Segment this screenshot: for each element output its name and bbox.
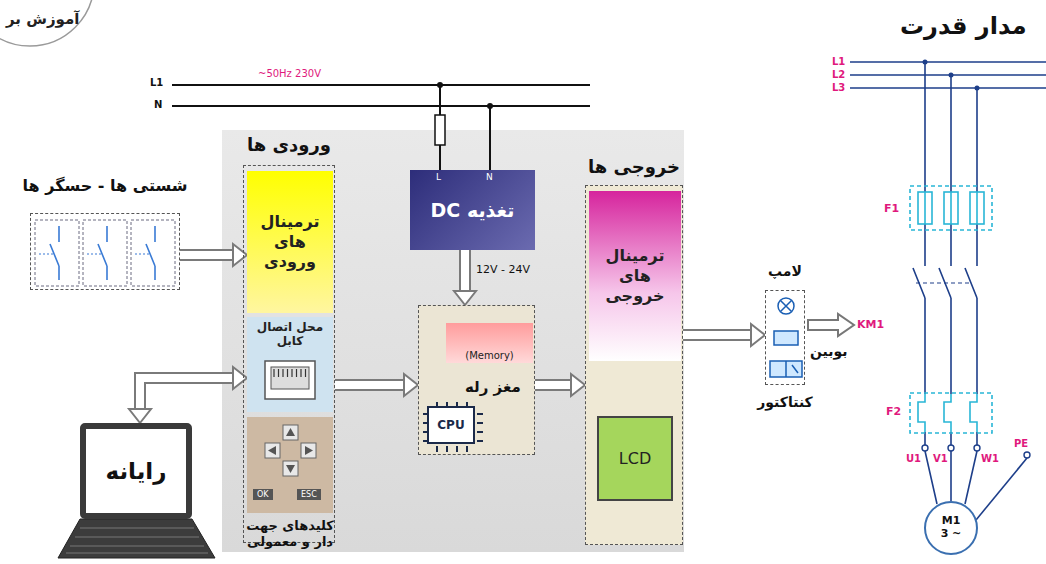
switch-symbols — [31, 214, 181, 291]
node-text: ورودی ها — [247, 134, 331, 155]
junction-dot — [487, 103, 493, 109]
node-text: ترمینال های ورودی — [247, 212, 333, 272]
node-text: LCD — [619, 449, 651, 468]
arrow-head — [233, 367, 247, 389]
keypad: OK ESC — [247, 417, 333, 513]
node-text: (Memory) — [465, 350, 513, 361]
node-text: ESC — [297, 489, 321, 500]
laptop-keyboard — [58, 519, 215, 558]
relay-brain: مغز رله (Memory) CPU — [418, 305, 535, 455]
node-text: خروجی ها — [588, 156, 680, 177]
node-text: تغذیه DC — [431, 199, 515, 221]
label-text: ~50Hz 230V — [258, 68, 321, 79]
output-group: خروجی هاترمینال های خروجیLCD — [585, 185, 683, 545]
loads-group: لامپکنتاکتور — [765, 290, 805, 385]
arrow-outline — [140, 378, 233, 409]
arrow-fill — [683, 331, 751, 339]
label-text: L1 — [150, 77, 163, 88]
node-text: OK — [253, 489, 273, 500]
power-circuit — [850, 62, 1046, 520]
node-text: N — [486, 172, 493, 182]
switches-sensors: شستی ها - حسگر ها — [30, 213, 180, 290]
node-text: محل اتصال کابل — [247, 320, 333, 349]
node-text: ترمینال های خروجی — [589, 246, 681, 306]
keyboard-keys — [66, 528, 208, 553]
arrow-head — [454, 291, 476, 305]
label-text: F2 — [886, 405, 901, 418]
label-text: بوبین — [810, 343, 848, 359]
dc-supply: L N تغذیه DC — [410, 170, 535, 250]
arrow-outline — [180, 249, 233, 261]
junction-dot — [437, 82, 443, 88]
load-symbols — [766, 291, 806, 386]
arrow-to-contactor — [808, 314, 854, 336]
watermark-circle — [0, 0, 94, 46]
contactor-link — [916, 282, 971, 283]
label-text: مدار قدرت — [900, 12, 1027, 40]
block-arrow — [683, 324, 765, 346]
fuse-f1 — [910, 186, 992, 230]
arrow-fill — [180, 251, 233, 259]
label-text: KM1 — [857, 318, 884, 331]
arrow-outline — [335, 379, 404, 391]
edge-label: 12V - 24V — [476, 263, 530, 276]
arrow-head — [751, 324, 765, 346]
node-text: CPU — [437, 418, 464, 432]
node-text: لامپ — [768, 263, 802, 279]
arrow-outline — [535, 379, 571, 391]
arrow-head — [233, 244, 247, 266]
arrow-head — [571, 374, 585, 396]
block-arrow — [129, 367, 247, 423]
arrow-head — [129, 409, 151, 423]
supply-wires — [172, 85, 590, 170]
arrow-outline — [683, 329, 751, 341]
label-text: PE — [1014, 438, 1028, 449]
output-terminals: ترمینال های خروجی — [589, 191, 681, 361]
arrow-head — [404, 374, 418, 396]
cpu-chip: CPU — [427, 406, 475, 444]
label-text: L2 — [832, 69, 845, 80]
motor-circle: M13 ~ — [924, 501, 978, 555]
label-text: U1 — [906, 453, 921, 464]
label-text: N — [154, 99, 162, 110]
label-text: آموزش بر — [6, 10, 79, 28]
arrow-fill — [535, 381, 571, 389]
label-text: L3 — [832, 82, 845, 93]
node-text: M1 — [942, 515, 961, 528]
node-text: کنتاکتور — [757, 394, 813, 410]
relay-housing — [222, 130, 684, 552]
block-arrow — [454, 250, 476, 305]
node-text: رایانه — [106, 458, 167, 484]
input-group: ورودی هاترمینال های ورودیمحل اتصال کابلO… — [243, 165, 335, 543]
junction-dots — [923, 60, 980, 91]
label-text: کلیدهای جهت دار و معمولی — [237, 518, 343, 550]
block-arrow — [535, 374, 585, 396]
block-arrow — [335, 374, 418, 396]
arrow-fill — [140, 378, 233, 409]
fuse-symbol — [435, 115, 445, 145]
arrow-outline — [459, 250, 471, 291]
computer-screen: رایانه — [80, 423, 192, 519]
node-text: L — [436, 172, 441, 182]
label-text: W1 — [981, 453, 999, 464]
node-text: مغز رله — [465, 378, 521, 396]
arrow-fill — [335, 381, 404, 389]
node-text: شستی ها - حسگر ها — [23, 176, 188, 195]
node-text: 3 ~ — [941, 528, 962, 541]
input-terminals: ترمینال های ورودی — [247, 171, 333, 313]
label-text: V1 — [933, 453, 948, 464]
block-arrow — [180, 244, 247, 266]
thermal-relay-f2 — [910, 393, 992, 433]
lcd-display: LCD — [597, 416, 673, 501]
label-text: L1 — [832, 56, 845, 67]
label-text: F1 — [884, 202, 899, 215]
cable-port: محل اتصال کابل — [247, 317, 333, 412]
memory-block: (Memory) — [446, 323, 533, 363]
arrow-fill — [461, 250, 469, 291]
